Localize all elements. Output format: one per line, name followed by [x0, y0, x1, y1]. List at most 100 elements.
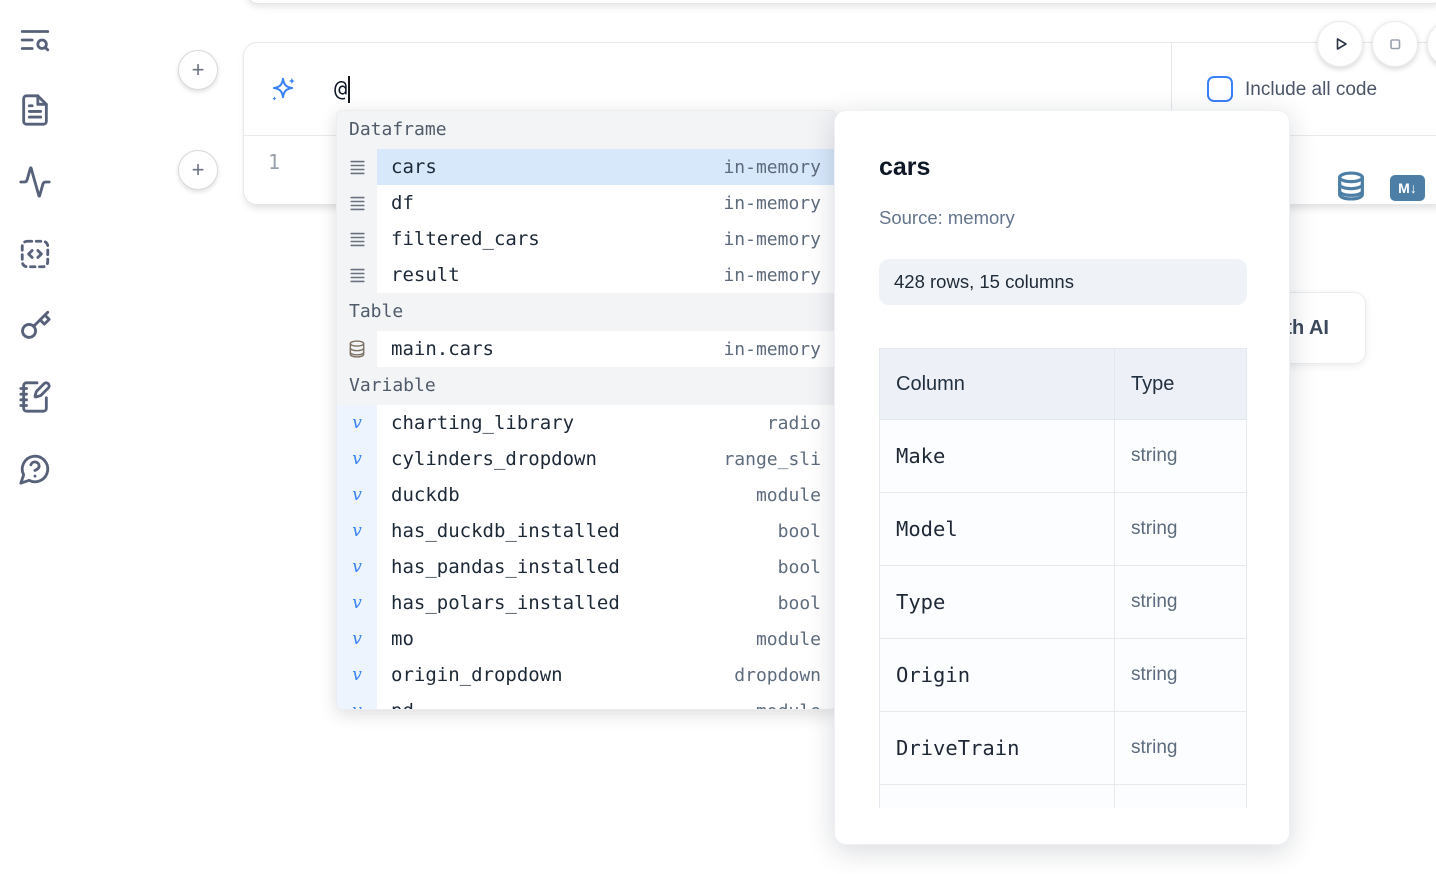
item-type: bool [777, 520, 821, 542]
autocomplete-item[interactable]: filtered_cars in-memory [337, 221, 835, 257]
column-type-cell: string [1114, 419, 1247, 493]
include-all-code-checkbox[interactable] [1207, 76, 1233, 102]
notebook-pen-icon [18, 380, 54, 414]
item-name: main.cars [391, 338, 494, 360]
text-search-icon [18, 23, 54, 57]
ai-sparkle-icon [269, 76, 297, 104]
text-cursor [348, 76, 351, 103]
add-cell-button-bottom[interactable]: + [178, 150, 218, 190]
variable-v-icon: v [337, 657, 377, 693]
variable-v-icon: v [337, 405, 377, 441]
table-row: Model string [879, 492, 1247, 566]
stop-icon [1383, 32, 1407, 56]
item-name: filtered_cars [391, 228, 540, 250]
markdown-icon[interactable]: M↓ [1390, 175, 1425, 201]
autocomplete-item[interactable]: v origin_dropdown dropdown [337, 657, 835, 693]
file-text-icon [18, 93, 54, 127]
variable-v-icon: v [337, 477, 377, 513]
schema-table-wrap: Column Type Make string Model string [879, 348, 1247, 808]
database-icon [337, 331, 377, 367]
item-type: bool [777, 556, 821, 578]
dataframe-preview-card: cars Source: memory 428 rows, 15 columns… [834, 110, 1290, 845]
item-name: has_pandas_installed [391, 556, 620, 578]
item-type: dropdown [734, 664, 821, 686]
column-name-cell: Make [879, 419, 1115, 493]
item-name: cylinders_dropdown [391, 448, 597, 470]
dataframe-rows-icon [337, 149, 377, 185]
section-header: Table [337, 293, 835, 331]
autocomplete-item[interactable]: v charting_library radio [337, 405, 835, 441]
schema-table: Column Type Make string Model string [879, 348, 1247, 808]
dataframe-rows-icon [337, 257, 377, 293]
variable-v-icon: v [337, 549, 377, 585]
item-type: in-memory [723, 192, 821, 214]
column-type-cell: string [1114, 638, 1247, 712]
section-header: Variable [337, 367, 835, 405]
autocomplete-item[interactable]: v mo module [337, 621, 835, 657]
item-name: mo [391, 628, 414, 650]
autocomplete-item[interactable]: v has_polars_installed bool [337, 585, 835, 621]
sidebar-item-snippets[interactable] [18, 236, 54, 272]
variable-v-icon: v [337, 585, 377, 621]
run-cell-button[interactable] [1317, 21, 1363, 67]
item-name: pd [391, 700, 414, 709]
item-name: duckdb [391, 484, 460, 506]
table-list: main.cars in-memory [337, 331, 835, 367]
sidebar-item-dependencies[interactable] [18, 164, 54, 200]
column-type-cell: string [1114, 565, 1247, 639]
table-row: Origin string [879, 638, 1247, 712]
code-snippets-icon [18, 237, 54, 271]
stop-cell-button[interactable] [1372, 21, 1418, 67]
add-cell-button-top[interactable]: + [178, 50, 218, 90]
column-name-cell: DriveTrain [879, 711, 1115, 785]
item-type: in-memory [723, 338, 821, 360]
table-row: Type string [879, 565, 1247, 639]
column-name-cell: Type [879, 565, 1115, 639]
item-name: cars [391, 156, 437, 178]
sidebar-item-search[interactable] [18, 22, 54, 58]
sidebar-item-help[interactable] [18, 451, 54, 487]
autocomplete-item[interactable]: v has_pandas_installed bool [337, 549, 835, 585]
type-header: Type [1114, 348, 1247, 420]
sql-cell-button[interactable] [1335, 170, 1367, 202]
item-name: df [391, 192, 414, 214]
activity-icon [18, 165, 54, 199]
dataframe-rows-icon [337, 221, 377, 257]
ai-prompt-value: @ [334, 77, 348, 102]
variable-v-icon: v [337, 441, 377, 477]
variable-v-icon: v [337, 693, 377, 709]
autocomplete-item[interactable]: cars in-memory [337, 149, 835, 185]
autocomplete-item[interactable]: result in-memory [337, 257, 835, 293]
item-type: module [755, 484, 821, 506]
sidebar-item-secrets[interactable] [18, 307, 54, 343]
key-icon [18, 308, 54, 342]
line-number: 1 [268, 150, 281, 174]
autocomplete-item[interactable]: v duckdb module [337, 477, 835, 513]
autocomplete-item[interactable]: v cylinders_dropdown range_sli [337, 441, 835, 477]
help-chat-icon [18, 452, 54, 486]
item-type: in-memory [723, 228, 821, 250]
autocomplete-item[interactable]: main.cars in-memory [337, 331, 835, 367]
sidebar-item-scratchpad[interactable] [18, 379, 54, 415]
include-all-code-label: Include all code [1245, 78, 1378, 100]
variable-list: v charting_library radio v cylinders_dro… [337, 405, 835, 709]
autocomplete-section-table: Table main.cars in-memory [337, 293, 835, 367]
database-icon [1335, 170, 1367, 202]
previous-cell-edge [245, 0, 1436, 4]
item-name: charting_library [391, 412, 575, 434]
sidebar-item-files[interactable] [18, 92, 54, 128]
item-type: bool [777, 592, 821, 614]
autocomplete-item[interactable]: df in-memory [337, 185, 835, 221]
item-type: module [755, 628, 821, 650]
column-name-cell: Model [879, 492, 1115, 566]
variable-v-icon: v [337, 513, 377, 549]
shape-badge: 428 rows, 15 columns [879, 259, 1247, 305]
code-editor-row[interactable]: 1 M↓ [244, 136, 1436, 204]
autocomplete-item[interactable]: v has_duckdb_installed bool [337, 513, 835, 549]
autocomplete-item[interactable]: v pd module [337, 693, 835, 709]
ai-prompt-input[interactable]: @ [334, 43, 351, 136]
panel-divider [1171, 43, 1172, 135]
dataframe-rows-icon [337, 185, 377, 221]
item-type: in-memory [723, 156, 821, 178]
